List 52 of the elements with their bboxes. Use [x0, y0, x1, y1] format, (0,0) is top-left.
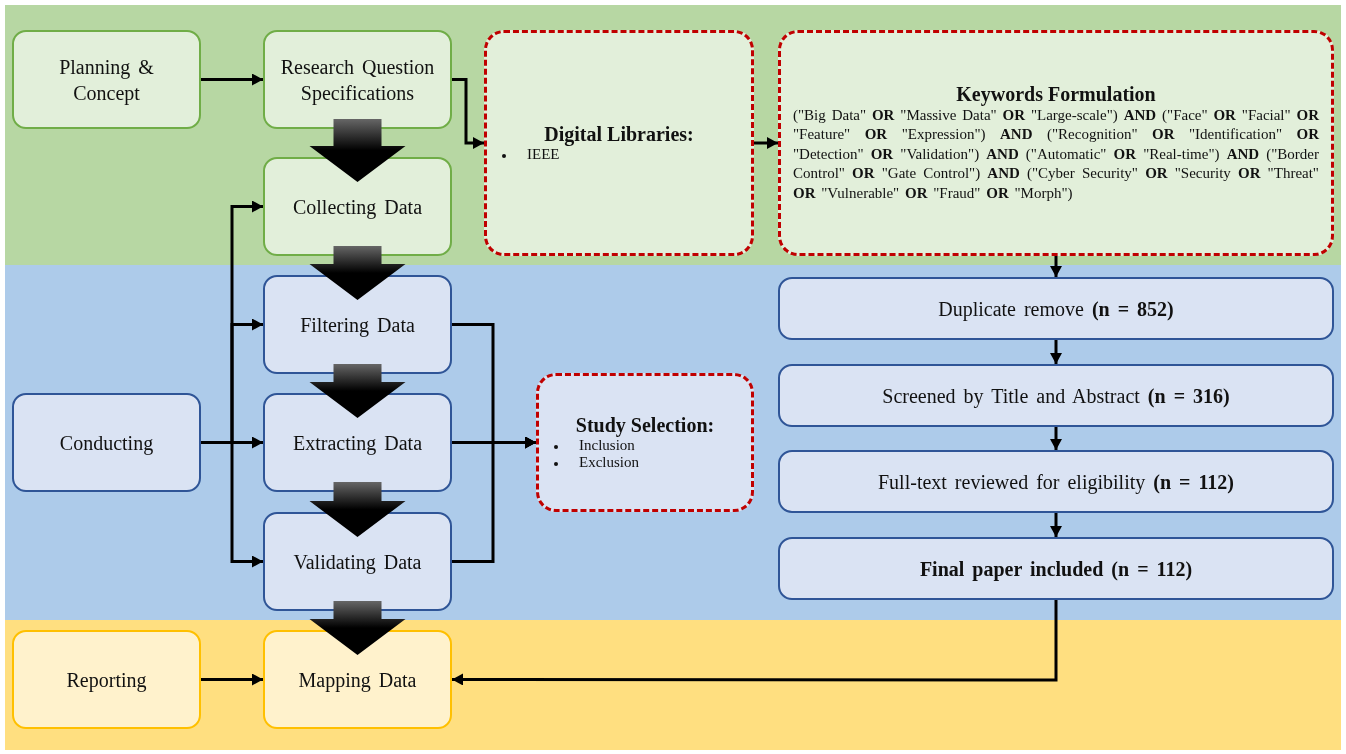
- arrow: [1050, 340, 1062, 364]
- arrow: [1050, 427, 1062, 450]
- box-label: Reporting: [65, 667, 148, 693]
- process-box: [778, 364, 1334, 427]
- block-arrow: [309, 482, 406, 537]
- box-label: Filtering Data: [299, 312, 416, 338]
- arrow: [452, 600, 1058, 686]
- process-box: [263, 393, 452, 492]
- box-label: Conducting: [58, 430, 155, 456]
- process-box: [263, 30, 452, 129]
- process-box: [778, 537, 1334, 600]
- box-label: Duplicate remove (n = 852): [937, 296, 1175, 322]
- process-box: [263, 512, 452, 611]
- arrow: [201, 73, 263, 86]
- arrow: [452, 436, 536, 563]
- process-box: [778, 277, 1334, 340]
- box-label: Screened by Title and Abstract (n = 316): [881, 383, 1231, 409]
- arrow: [1050, 513, 1062, 537]
- arrow: [452, 78, 484, 149]
- box-label: Research Question Specifications: [279, 54, 436, 106]
- process-box: [263, 275, 452, 374]
- block-arrow: [309, 364, 406, 418]
- arrow: [754, 137, 778, 149]
- process-box: [12, 393, 201, 492]
- process-box: [263, 630, 452, 729]
- arrow: [201, 673, 263, 686]
- process-box: [778, 450, 1334, 513]
- box-heading: Study Selection:: [575, 414, 715, 437]
- process-box: [12, 630, 201, 729]
- list-item-text: IEEE: [527, 146, 560, 162]
- arrow: [201, 441, 263, 568]
- dashed-note-box: [536, 373, 754, 512]
- process-box: [12, 30, 201, 129]
- arrow: [1050, 256, 1062, 277]
- block-arrow: [309, 119, 406, 182]
- block-arrow: [309, 246, 406, 300]
- list-item-text: Inclusion: [579, 437, 635, 453]
- box-label: Full-text reviewed for eligibility (n = 112): [877, 469, 1235, 495]
- list-item-text: Exclusion: [579, 454, 639, 470]
- dashed-note-box: [778, 30, 1334, 256]
- box-heading: Keywords Formulation: [956, 82, 1156, 106]
- box-heading: Digital Libraries:: [544, 123, 694, 146]
- box-label: Validating Data: [292, 549, 423, 575]
- block-arrow: [309, 601, 406, 655]
- box-label: Collecting Data: [291, 194, 424, 220]
- dashed-note-box: [484, 30, 754, 256]
- box-label: Planning & Concept: [58, 54, 155, 106]
- keyword-query: ("Big Data" OR "Massive Data" OR "Large-scale") AND ("Face" OR "Facial" OR "Feature" OR "Expression") AND ("Recognition" OR "Identification" OR "Detection" OR "Validation") AND ("Automatic" OR "Real-time") AND ("Border Control" OR "Gate Control") AND ("Cyber Security" OR "Security OR "Threat" OR "Vulnerable" OR "Fraud" OR "Morph"): [792, 106, 1320, 203]
- box-label: Mapping Data: [297, 667, 418, 693]
- box-label: Extracting Data: [291, 430, 424, 456]
- box-label: Final paper included (n = 112): [918, 556, 1194, 582]
- process-box: [263, 157, 452, 256]
